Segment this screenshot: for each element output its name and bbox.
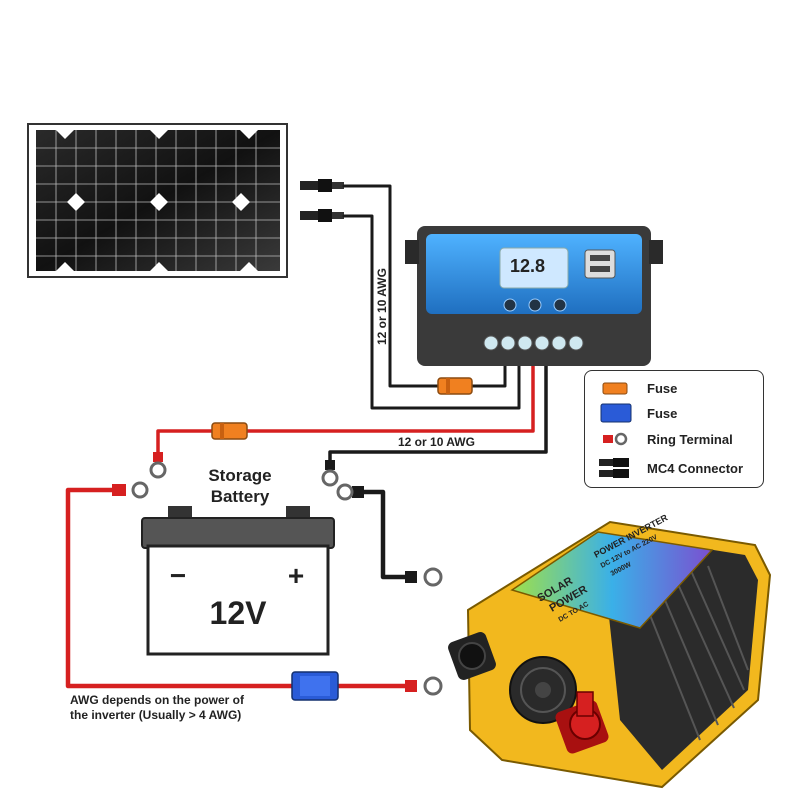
legend-label-orange-fuse: Fuse (647, 380, 678, 396)
inverter-label-panel (510, 531, 714, 629)
battery-wire-negative (328, 358, 548, 470)
inverter-positive-terminal (555, 691, 609, 754)
controller-lcd (499, 247, 569, 289)
orange-fuse-battery-line (211, 422, 248, 440)
legend-item-ring-terminal: Ring Terminal (595, 428, 733, 450)
storage-battery: Storage Battery − + 12V (141, 466, 335, 656)
solar-panel (27, 123, 288, 278)
ring-terminal-inverter-positive (405, 676, 443, 696)
battery-wire-positive-b (156, 429, 214, 460)
legend-label-ring-terminal: Ring Terminal (647, 431, 733, 447)
panel-cell-corners (56, 130, 258, 271)
inverter-wire-positive-a (65, 487, 295, 689)
wire-gauge-label-vertical: 12 or 10 AWG (375, 268, 389, 345)
legend-label-blue-fuse: Fuse (647, 405, 678, 421)
controller-button-2[interactable] (528, 298, 542, 312)
orange-fuse-panel-line (437, 377, 473, 395)
mc4-connector-positive (300, 179, 344, 192)
inverter-wire-negative (359, 489, 413, 580)
legend-item-mc4-connector: MC4 Connector (595, 457, 743, 479)
panel-wire-positive (342, 184, 440, 388)
ring-terminal-inverter-negative (405, 567, 443, 587)
wire-gauge-label-horizontal: 12 or 10 AWG (398, 435, 475, 449)
ring-terminal-battery-negative-2 (336, 483, 364, 501)
battery-voltage: 12V (210, 595, 268, 631)
battery-title-line1: Storage (208, 466, 271, 485)
ring-terminal-battery-positive-2 (112, 481, 149, 499)
battery-minus-sign: − (170, 560, 186, 591)
power-inverter: POWER INVERTER DC 12V to AC 220V 3000W S… (448, 512, 772, 789)
legend: Fuse Fuse Ring Terminal MC4 Connector (584, 370, 764, 488)
ring-terminal-battery-positive (149, 452, 167, 479)
controller-display-value: 12.8 (510, 256, 545, 276)
legend-item-blue-fuse: Fuse (595, 402, 677, 424)
controller-button-3[interactable] (553, 298, 567, 312)
panel-wire-negative (342, 214, 521, 410)
legend-item-orange-fuse: Fuse (595, 377, 677, 399)
charge-controller: 12.8 (405, 226, 663, 366)
battery-plus-sign: + (288, 560, 304, 591)
controller-terminals (483, 335, 584, 351)
ring-terminal-battery-negative (321, 460, 339, 487)
blue-fuse-icon (595, 402, 639, 424)
inverter-wire-note-line1: AWG depends on the power of (70, 693, 245, 707)
controller-button-1[interactable] (503, 298, 517, 312)
ring-terminal-icon (595, 428, 639, 450)
panel-wire-positive-after-fuse (470, 358, 507, 388)
usb-ports (584, 249, 616, 279)
orange-fuse-icon (595, 377, 639, 399)
blue-fuse-inverter-line (291, 671, 339, 701)
legend-label-mc4-connector: MC4 Connector (647, 460, 744, 476)
battery-wire-positive-a (245, 358, 535, 433)
mc4-connector-negative (300, 209, 344, 222)
mc4-connector-icon (595, 457, 639, 479)
battery-title-line2: Battery (211, 487, 270, 506)
inverter-wire-note-line2: the inverter (Usually > 4 AWG) (70, 708, 241, 722)
inverter-negative-terminal (448, 632, 496, 680)
